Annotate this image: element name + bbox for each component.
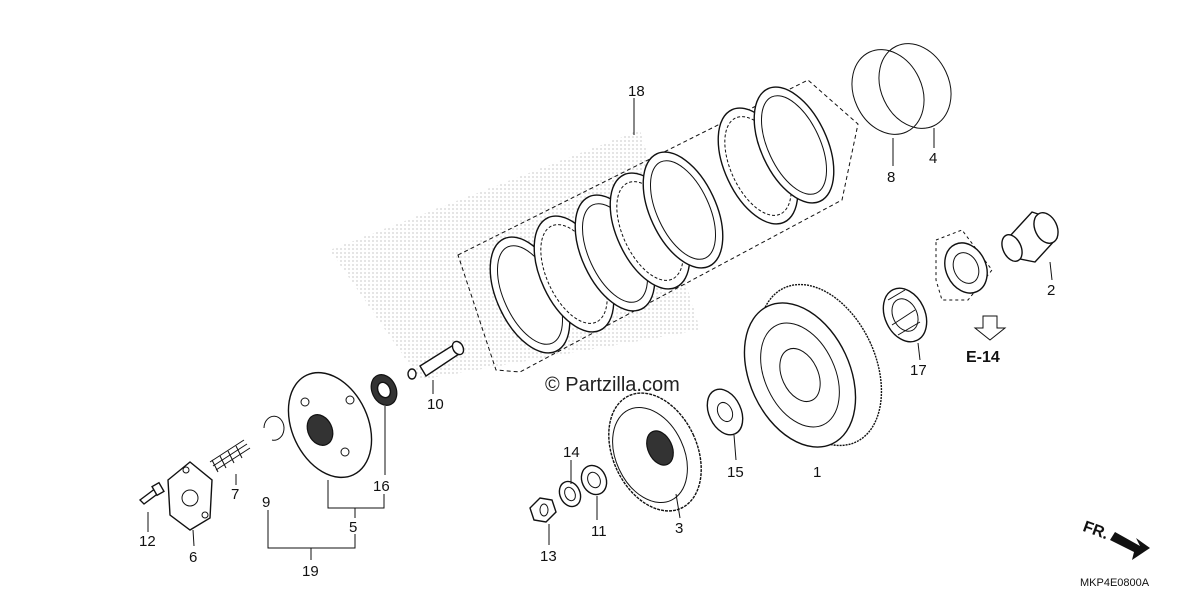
- callout-6: 6: [189, 549, 197, 566]
- callout-13: 13: [540, 548, 557, 565]
- spring-7: [209, 439, 251, 473]
- clutch-plates-18: [489, 86, 835, 354]
- washer-14: [558, 480, 582, 508]
- bearing-16: [370, 374, 398, 406]
- watermark: © Partzilla.com: [545, 374, 680, 396]
- wire-rings: [851, 43, 952, 135]
- washer-11: [580, 464, 608, 496]
- callout-1: 1: [813, 464, 821, 481]
- leader-lines: [147, 98, 1053, 560]
- callout-10: 10: [427, 396, 444, 413]
- fr-label: FR.: [1081, 518, 1111, 543]
- needle-bearing-17: [882, 287, 928, 343]
- plate-stack-box: [457, 79, 859, 373]
- lifter-rod-10: [407, 340, 465, 380]
- callout-18: 18: [628, 83, 645, 100]
- callout-2: 2: [1047, 282, 1055, 299]
- diagram-code: MKP4E0800A: [1080, 577, 1150, 589]
- reference-subassembly: [935, 229, 1007, 341]
- callout-3: 3: [675, 520, 683, 537]
- callout-9: 9: [262, 494, 270, 511]
- callout-5: 5: [349, 519, 357, 536]
- bolt-12: [138, 481, 165, 505]
- callout-15: 15: [727, 464, 744, 481]
- callout-14: 14: [563, 444, 580, 461]
- fr-direction-arrow-icon: [1110, 532, 1150, 560]
- callout-12: 12: [139, 533, 156, 550]
- callout-4: 4: [929, 150, 937, 167]
- collar-2: [1001, 211, 1059, 263]
- lifter-plate-6: [167, 461, 213, 531]
- lock-nut-13: [529, 497, 557, 523]
- pressure-plate-5: [287, 371, 373, 479]
- callout-19: 19: [302, 563, 319, 580]
- clutch-outer-1: [743, 283, 883, 448]
- thrust-washer-15: [706, 388, 744, 436]
- ref-label: E-14: [966, 349, 1000, 366]
- callout-8: 8: [887, 169, 895, 186]
- callout-16: 16: [373, 478, 390, 495]
- clutch-center-3: [608, 392, 702, 512]
- circlip-9: [263, 415, 285, 441]
- callout-17: 17: [910, 362, 927, 379]
- callout-11: 11: [591, 523, 607, 540]
- callout-7: 7: [231, 486, 239, 503]
